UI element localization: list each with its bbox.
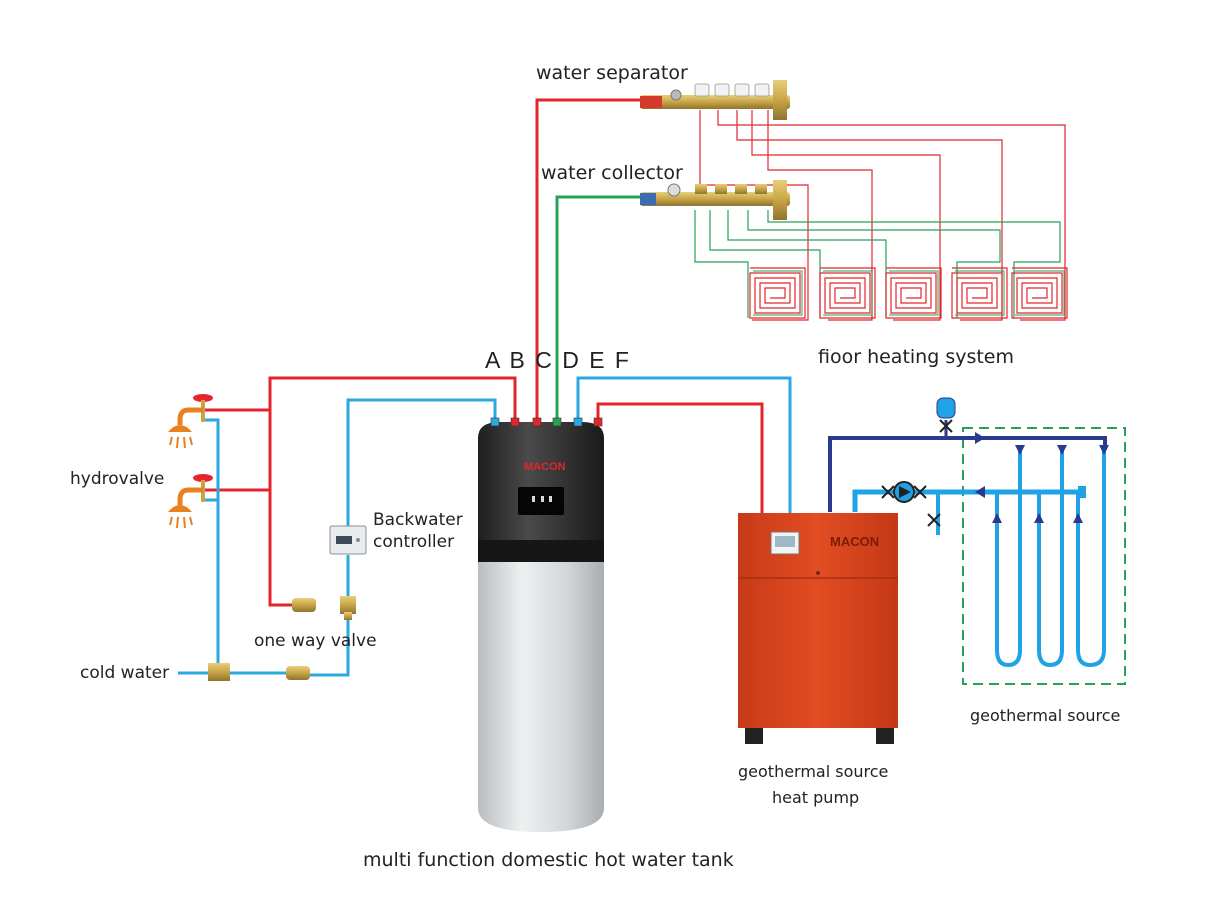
tank-brand-logo: MACON xyxy=(524,461,566,473)
separator-supply-pipe xyxy=(535,98,660,422)
shower-2 xyxy=(168,474,213,529)
heat-pump-supply-pipe xyxy=(596,402,764,515)
backwater-controller xyxy=(329,525,367,555)
coil-1 xyxy=(749,267,806,319)
tank-label: multi function domestic hot water tank xyxy=(363,849,734,871)
geothermal-source-label: geothermal source xyxy=(970,706,1121,725)
geothermal-source-loop xyxy=(828,397,1126,685)
water-separator-label: water separator xyxy=(536,62,688,84)
port-letters: A B C D E F xyxy=(485,347,631,373)
floor-heating-pipes xyxy=(694,110,1066,321)
cold-water-label: cold water xyxy=(80,663,170,683)
hot-water-pipe xyxy=(268,376,517,607)
water-collector-label: water collector xyxy=(541,162,683,184)
floor-heating-label: fioor heating system xyxy=(818,346,1015,368)
coil-2 xyxy=(819,267,876,319)
coil-3 xyxy=(885,267,942,319)
check-valve-tee xyxy=(340,596,356,620)
heat-pump-return-pipe xyxy=(576,376,792,515)
backwater-controller-label-line1: Backwater xyxy=(373,510,463,530)
heat-pump-label-line2: heat pump xyxy=(772,788,860,807)
hot-water-tank xyxy=(478,417,604,832)
water-collector xyxy=(640,180,790,220)
coil-4 xyxy=(951,267,1008,319)
shower-1 xyxy=(168,394,213,449)
water-separator xyxy=(640,80,790,120)
cold-water-pipe xyxy=(178,418,220,675)
heat-pump-brand-logo: MACON xyxy=(830,534,880,549)
cold-water-tee xyxy=(208,663,230,681)
one-way-valve-label: one way valve xyxy=(254,631,377,651)
collector-return-pipe xyxy=(555,195,650,422)
heat-pump-label-line1: geothermal source xyxy=(738,762,889,781)
floor-heating-coils xyxy=(749,267,1068,319)
geothermal-heat-pump xyxy=(738,513,898,744)
one-way-valve-lower xyxy=(286,666,310,680)
one-way-valve-upper xyxy=(292,598,316,612)
backwater-controller-label-line2: controller xyxy=(373,532,455,552)
hydrovalve-label: hydrovalve xyxy=(70,469,165,489)
main-pipes xyxy=(178,98,792,677)
coil-5 xyxy=(1011,267,1068,319)
circulation-pipe xyxy=(346,398,497,530)
